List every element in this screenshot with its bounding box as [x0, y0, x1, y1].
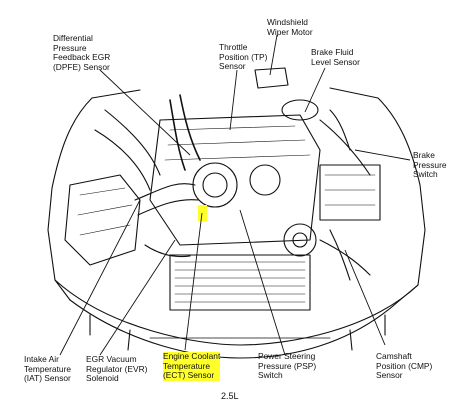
label-tp-sensor: Throttle Position (TP) Sensor [219, 42, 268, 72]
label-iat-sensor: Intake Air Temperature (IAT) Sensor [24, 354, 72, 384]
label-evr-solenoid: EGR Vacuum Regulator (EVR) Solenoid [86, 354, 148, 384]
label-windshield-wiper-motor: Windshield Wiper Motor [267, 17, 313, 37]
engine-code-label: 2.5L [221, 391, 239, 401]
label-cmp-sensor: Camshaft Position (CMP) Sensor [376, 351, 433, 381]
label-brake-pressure-switch: Brake Pressure Switch [413, 150, 447, 180]
label-psp-switch: Power Steering Pressure (PSP) Switch [258, 351, 317, 381]
label-brake-fluid-level-sensor: Brake Fluid Level Sensor [311, 47, 360, 67]
label-ect-sensor: Engine Coolant Temperature (ECT) Sensor [163, 351, 221, 381]
label-dpfe-sensor: Differential Pressure Feedback EGR (DPFE… [53, 33, 111, 72]
engine-bay-illustration [47, 67, 426, 359]
leader-lines [59, 34, 411, 356]
